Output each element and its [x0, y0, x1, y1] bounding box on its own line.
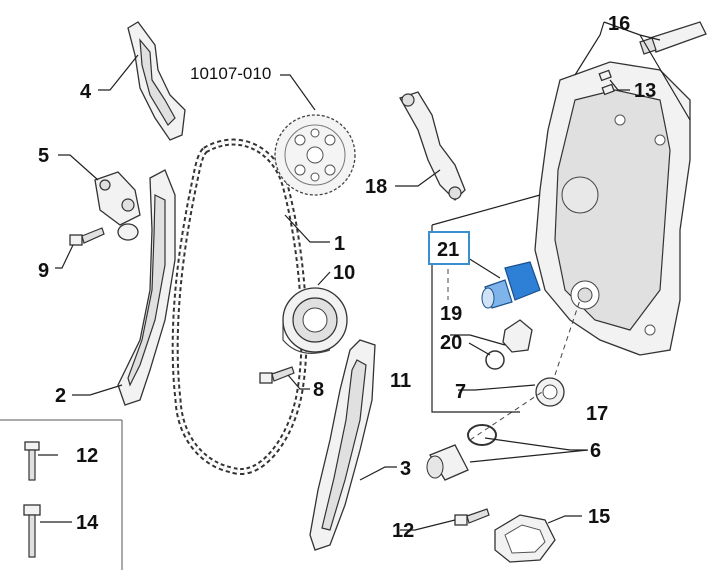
part-tensioner: [94, 171, 141, 241]
label-12-bottom: 12: [392, 520, 414, 542]
part-right-guide: [309, 339, 376, 551]
assembly-line-3: [469, 389, 546, 441]
label-16: 16: [608, 13, 630, 35]
label-6: 6: [590, 440, 601, 462]
part-dowel-pins: [598, 69, 615, 96]
part-sleeve-6: [426, 444, 469, 481]
label-14: 14: [76, 512, 99, 534]
part-21-highlighted: [481, 261, 541, 309]
label-4: 4: [80, 81, 92, 103]
bracket-11-top: [431, 194, 541, 226]
part-bolt-12b: [454, 508, 490, 526]
highlight-box-21: [428, 231, 470, 265]
label-17: 17: [586, 403, 608, 425]
label-reference-code: 10107-010: [190, 64, 271, 83]
label-7: 7: [455, 381, 466, 403]
part-gasket-19: [502, 319, 533, 353]
label-20: 20: [440, 332, 462, 354]
assembly-line-2: [554, 299, 581, 376]
part-gasket-15: [494, 514, 556, 563]
label-3: 3: [400, 458, 411, 480]
leader-lines: [38, 21, 691, 531]
timing-chain: [171, 138, 308, 475]
part-seal-7: [535, 377, 565, 407]
part-oring-20: [485, 350, 505, 370]
part-left-guide: [117, 169, 176, 406]
label-21: 21: [437, 239, 459, 261]
label-19: 19: [440, 303, 462, 325]
part-upper-guide: [127, 21, 186, 141]
part-bolt-12a: [24, 441, 40, 481]
part-bolt-9: [69, 227, 105, 246]
timing-cover: [534, 61, 691, 356]
label-18: 18: [365, 176, 387, 198]
label-5: 5: [38, 145, 49, 167]
label-11: 11: [390, 370, 411, 392]
part-upper-right-guide: [399, 91, 466, 201]
label-10: 10: [333, 262, 355, 284]
bracket-11: [431, 225, 520, 413]
part-crank-sprocket: [282, 287, 348, 354]
label-9: 9: [38, 260, 49, 282]
label-12-left: 12: [76, 445, 98, 467]
part-sealant-tube: [639, 21, 707, 55]
label-2: 2: [55, 385, 66, 407]
label-13: 13: [634, 80, 656, 102]
cam-sprocket: [274, 114, 356, 196]
assembly-line-1: [430, 259, 449, 300]
part-oring-17: [467, 424, 497, 446]
part-bolt-8: [259, 366, 295, 384]
label-1: 1: [334, 233, 345, 255]
label-15: 15: [588, 506, 610, 528]
part-bolt-14: [23, 504, 41, 558]
label-8: 8: [313, 379, 324, 401]
